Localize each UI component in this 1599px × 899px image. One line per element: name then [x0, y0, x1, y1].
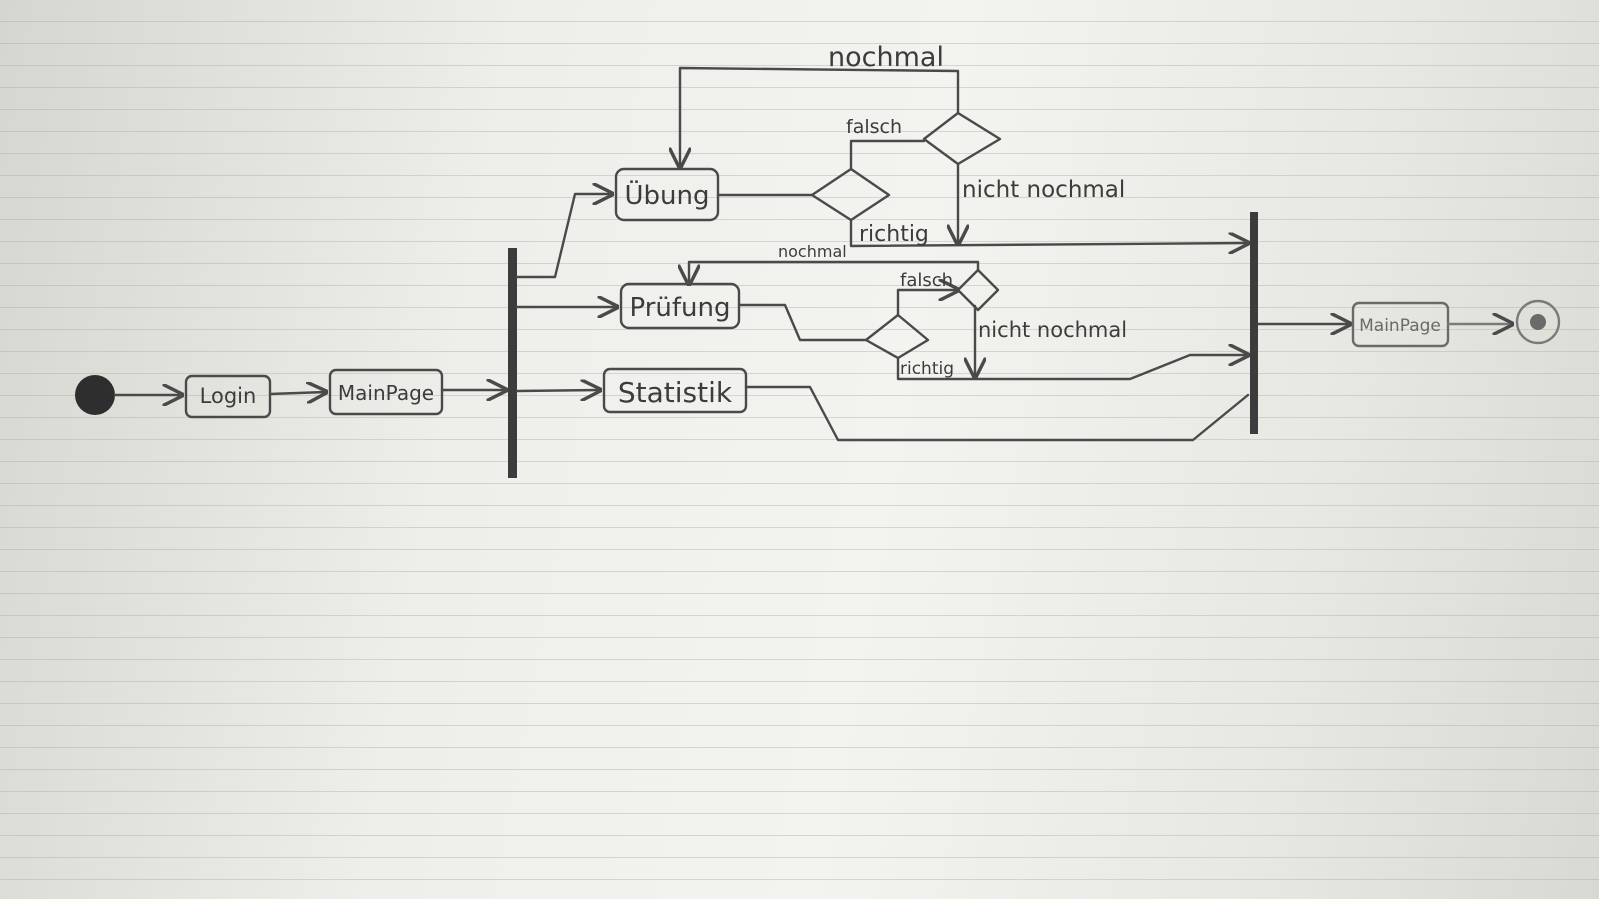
- mainpage-node: [328, 368, 444, 416]
- pruefung-label: Prüfung: [629, 293, 730, 323]
- edge-fork-statistik: [515, 390, 600, 391]
- uebung-decision: [810, 167, 891, 222]
- join-bar: [1250, 212, 1258, 434]
- edge-pruefung-decision: [737, 303, 868, 342]
- edge-fork-uebung: [515, 194, 612, 279]
- edge-pruefung-richtig: [896, 355, 1248, 381]
- uebung-falsch-label: falsch: [846, 116, 902, 138]
- login-label: Login: [200, 384, 257, 408]
- uebung-retry-decision: [922, 111, 1002, 166]
- end-node-outer: [1515, 299, 1561, 345]
- pruefung-nicht-nochmal-label: nicht nochmal: [978, 318, 1127, 342]
- uebung-richtig-label: richtig: [859, 222, 929, 247]
- uebung-nochmal-label: nochmal: [828, 42, 944, 73]
- start-node: [75, 375, 115, 415]
- edge-statistik-join: [744, 385, 1250, 442]
- pruefung-retry-decision: [956, 268, 1000, 312]
- pruefung-falsch-label: falsch: [900, 270, 953, 291]
- uebung-label: Übung: [625, 179, 710, 211]
- edge-login-mainpage: [268, 392, 326, 394]
- edge-pruefung-falsch: [896, 290, 958, 317]
- mainpage-end-label: MainPage: [1359, 316, 1441, 336]
- pruefung-nochmal-label: nochmal: [778, 242, 847, 261]
- fork-bar: [508, 248, 517, 478]
- edge-uebung-nochmal: [680, 66, 960, 167]
- uebung-nicht-nochmal-label: nicht nochmal: [962, 177, 1125, 203]
- edge-uebung-falsch: [849, 139, 926, 171]
- mainpage-label: MainPage: [338, 381, 434, 405]
- edge-uebung-richtig: [849, 218, 1248, 246]
- statistik-label: Statistik: [618, 376, 733, 409]
- end-node-inner: [1530, 314, 1546, 330]
- login-node: [184, 374, 272, 419]
- pruefung-richtig-label: richtig: [900, 359, 954, 379]
- edge-pruefung-nochmal: [689, 260, 980, 284]
- statistik-node: [602, 367, 748, 414]
- pruefung-decision: [864, 313, 930, 360]
